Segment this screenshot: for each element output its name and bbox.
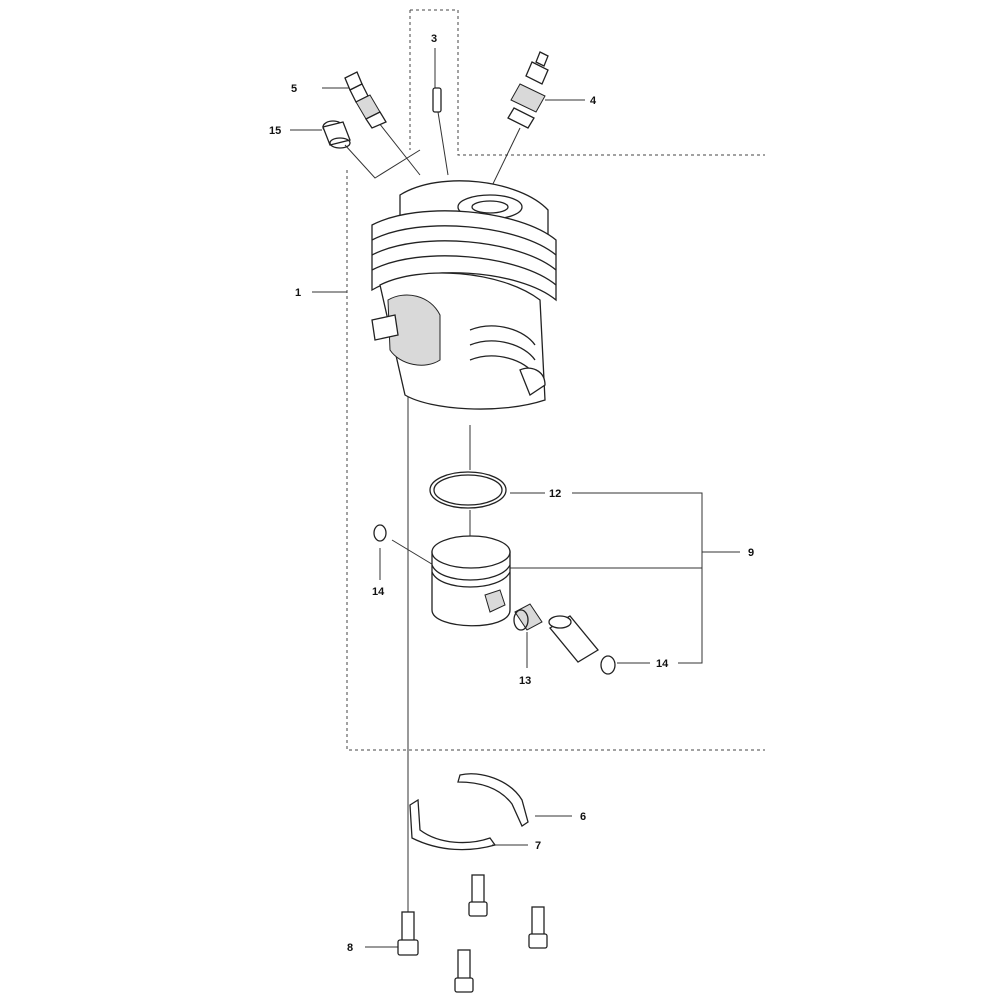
part-9-piston [431, 535, 511, 627]
piston-pin [548, 615, 599, 663]
callout-labels: 1 3 4 5 6 7 8 9 12 13 14 14 15 [269, 33, 754, 954]
part-12-piston-ring [429, 471, 507, 509]
callout-13: 13 [519, 675, 531, 687]
callout-9: 9 [748, 547, 754, 559]
part-8-screw-main [397, 911, 419, 956]
part-14-circlip-right [600, 655, 616, 675]
callout-14-right: 14 [656, 658, 669, 670]
part-3-pin [432, 87, 442, 113]
callout-4: 4 [590, 95, 597, 107]
callout-5: 5 [291, 83, 297, 95]
callout-12: 12 [549, 488, 561, 500]
part-14-circlip-left [373, 524, 387, 542]
callout-6: 6 [580, 811, 586, 823]
part-13-needle-bearing [513, 603, 543, 631]
part-8-screw-3 [528, 906, 548, 949]
part-1-cylinder [371, 180, 557, 410]
callout-7: 7 [535, 840, 541, 852]
part-7-gasket [409, 798, 497, 851]
part-5-decompression-valve [344, 71, 387, 129]
part-6-gasket [457, 773, 529, 827]
callout-15: 15 [269, 125, 281, 137]
part-8-screw-4 [454, 949, 474, 993]
callout-1: 1 [295, 287, 301, 299]
part-4-spark-plug [507, 51, 549, 129]
part-15-plug [322, 120, 351, 149]
callout-14-left: 14 [372, 586, 385, 598]
callout-3: 3 [431, 33, 437, 45]
leader-lines [290, 48, 740, 948]
part-8-screw-2 [468, 874, 488, 917]
callout-8: 8 [347, 942, 353, 954]
group-boundaries [346, 9, 765, 751]
